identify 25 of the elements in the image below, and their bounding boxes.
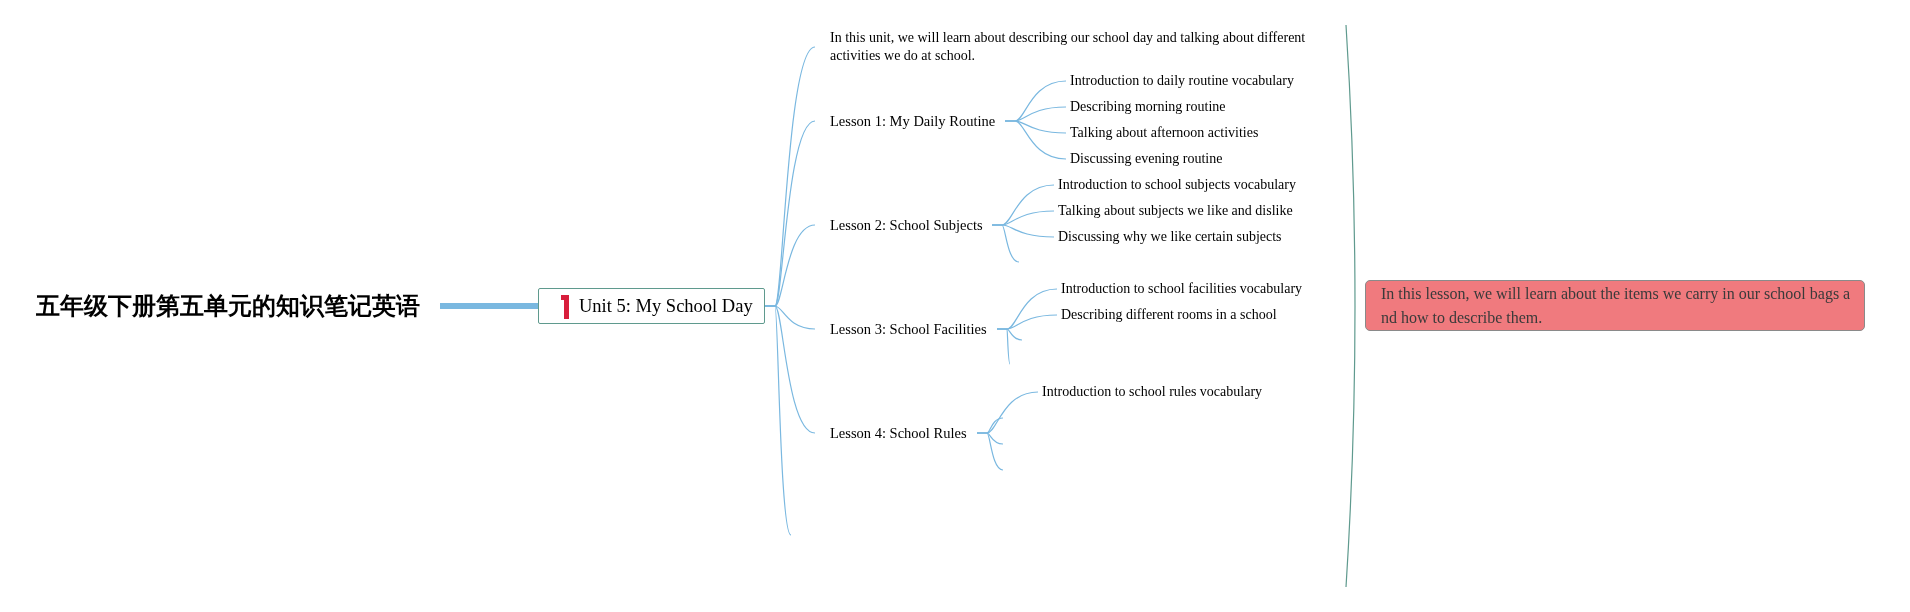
title-text: 五年级下册第五单元的知识笔记英语 [36,288,440,324]
lesson-text: Lesson 3: School Facilities [815,318,997,340]
lesson-text: Lesson 4: School Rules [815,422,977,444]
subtopic-text: Introduction to daily routine vocabulary [1066,73,1376,89]
lesson-text: Lesson 1: My Daily Routine [815,110,1005,132]
lesson-text: Lesson 2: School Subjects [815,214,992,236]
branch-line [996,328,1011,365]
subtopic-text: Discussing evening routine [1066,151,1376,167]
subtopic-text: Describing morning routine [1066,99,1376,115]
callout-box: In this lesson, we will learn about the items we carry in our school bags and how to describe them. [1365,280,1865,331]
subtopic-text: Introduction to school facilities vocabulary [1057,281,1367,297]
connector-bar [440,303,538,309]
subtopic-text: Talking about afternoon activities [1066,125,1376,141]
subtopic-text: Describing different rooms in a school [1057,307,1367,323]
subtopic-text: Introduction to school rules vocabulary [1038,384,1348,400]
note-text: In this unit, we will learn about describing our school day and talking about different activities we do at school. [815,28,1335,66]
branch-line [764,305,792,536]
subtopic-text: Talking about subjects we like and dislike [1054,203,1364,219]
topic-text: Unit 5: My School Day [579,295,753,317]
branch-line [976,432,1004,471]
subtopic-text: Discussing why we like certain subjects [1054,229,1364,245]
subtopic-text: Introduction to school subjects vocabulary [1054,177,1364,193]
topic-box [538,288,765,324]
branch-line [1004,120,1067,160]
branch-line [991,224,1020,263]
